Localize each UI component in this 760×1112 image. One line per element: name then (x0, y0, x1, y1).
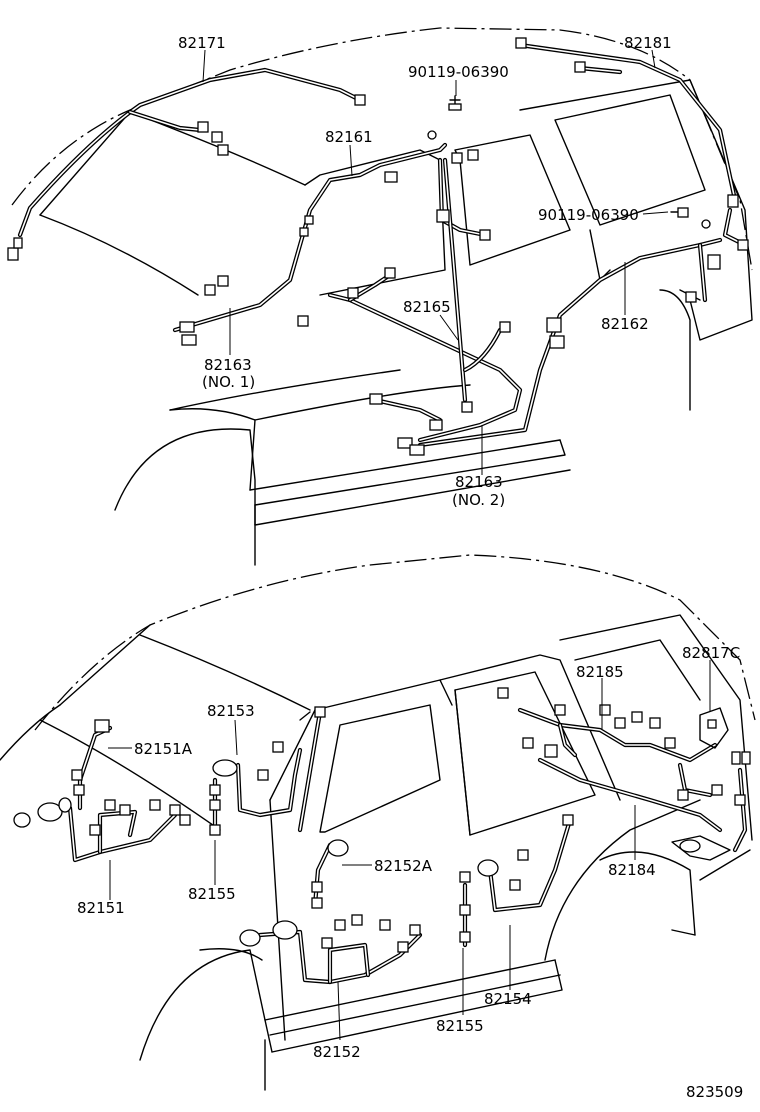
label-82161: 82161 (325, 128, 373, 146)
top-vehicle-body (11, 27, 753, 566)
top-leaders (202, 49, 669, 475)
label-82163-no2: 82163 (455, 473, 503, 491)
top-labels: 82171 82181 90119-06390 82161 90119-0639… (178, 34, 672, 509)
top-harness-wires (17, 42, 748, 448)
label-90119-06390-upper: 90119-06390 (408, 63, 509, 81)
label-82184: 82184 (608, 861, 656, 879)
label-82171: 82171 (178, 34, 226, 52)
bottom-harness-wires (37, 707, 748, 985)
label-82151: 82151 (77, 899, 125, 917)
label-82181: 82181 (624, 34, 672, 52)
top-connectors (7, 37, 749, 456)
label-82163-no1: 82163 (204, 356, 252, 374)
label-82151A: 82151A (134, 740, 193, 758)
label-82155-right: 82155 (436, 1017, 484, 1035)
label-82153: 82153 (207, 702, 255, 720)
bottom-leaders (108, 660, 711, 1041)
label-82162: 82162 (601, 315, 649, 333)
label-82154: 82154 (484, 990, 532, 1008)
label-82155-left: 82155 (188, 885, 236, 903)
label-82163-no2-sub: (NO. 2) (452, 491, 505, 509)
label-82817C: 82817C (682, 644, 740, 662)
label-82165: 82165 (403, 298, 451, 316)
label-82163-no1-sub: (NO. 1) (202, 373, 255, 391)
label-82152A: 82152A (374, 857, 433, 875)
bottom-connectors (13, 687, 751, 953)
diagram-reference-code: 823509 (686, 1083, 743, 1101)
label-82152: 82152 (313, 1043, 361, 1061)
bottom-labels: 82153 82151A 82151 82155 82152A 82152 82… (77, 644, 740, 1061)
bottom-vehicle-body (0, 554, 756, 1091)
label-90119-06390-lower: 90119-06390 (538, 206, 639, 224)
label-82185: 82185 (576, 663, 624, 681)
